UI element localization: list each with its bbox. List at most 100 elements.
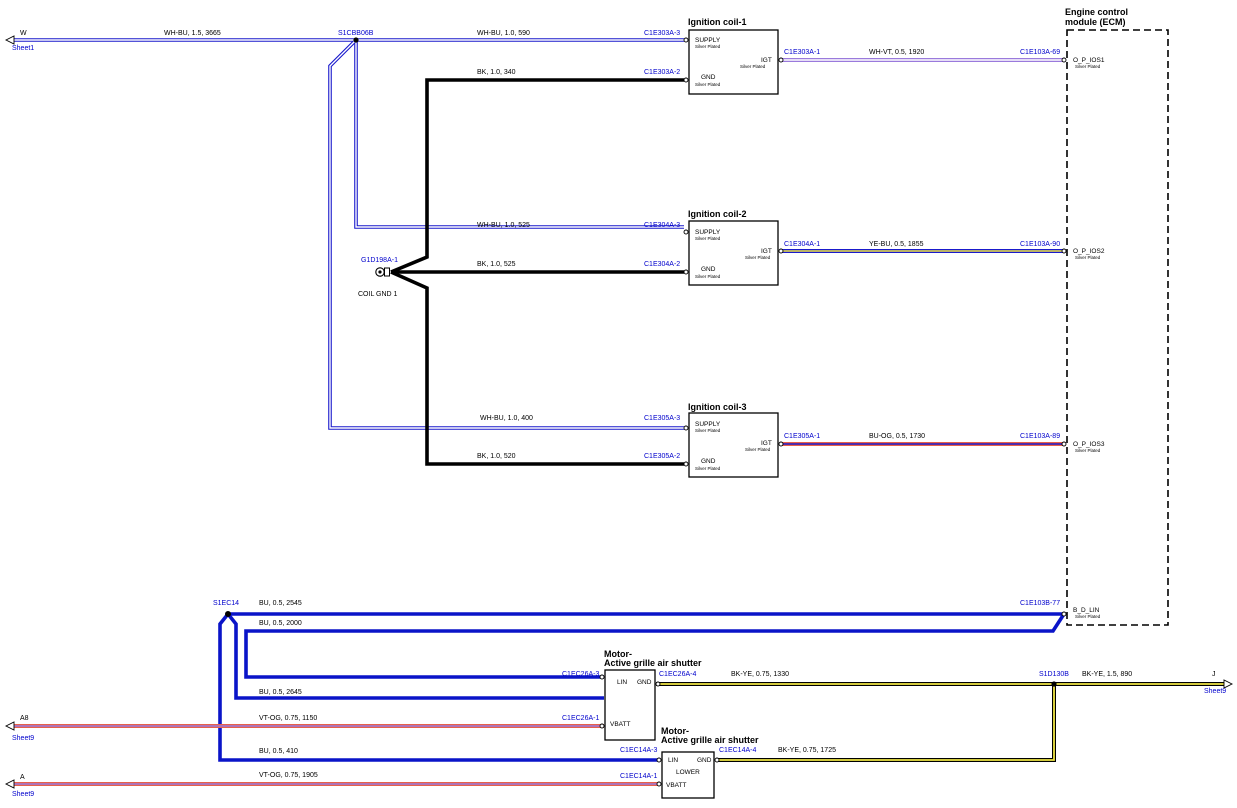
wire-label: WH-BU, 1.0, 525 bbox=[477, 222, 530, 229]
connector-label: C1E103A-90 bbox=[1020, 241, 1060, 248]
ecm-pin1-label: O_P_IOS1 bbox=[1073, 57, 1105, 64]
wire-bk-ground-network bbox=[390, 78, 684, 466]
wire-label: BK-YE, 1.5, 890 bbox=[1082, 671, 1132, 678]
ecm-pin3-plating: Silver Plated bbox=[1075, 448, 1101, 453]
wire-wh-bu-network bbox=[12, 38, 684, 430]
splice-dot bbox=[1051, 681, 1057, 687]
offpage-a-letter: A bbox=[20, 774, 25, 781]
offpage-a8-sheet: Sheet9 bbox=[12, 735, 34, 742]
coil3-gnd-plating: Silver Plated bbox=[695, 466, 721, 471]
connector-label: C1EC26A-1 bbox=[562, 715, 599, 722]
coil1-igt-plating: Silver Plated bbox=[740, 64, 766, 69]
offpage-w-sheet: Sheet1 bbox=[12, 45, 34, 52]
connector-label: C1E305A-1 bbox=[784, 433, 820, 440]
coil2-supply-label: SUPPLY bbox=[695, 229, 721, 236]
connector-label: C1EC14A-4 bbox=[719, 747, 756, 754]
wire-label: VT-OG, 0.75, 1905 bbox=[259, 772, 318, 779]
wire-label: BK-YE, 0.75, 1330 bbox=[731, 671, 789, 678]
wire-label: WH-BU, 1.0, 590 bbox=[477, 30, 530, 37]
ecm-title-line1: Engine control bbox=[1065, 7, 1128, 17]
connector-label: C1E304A-1 bbox=[784, 241, 820, 248]
coil1-supply-label: SUPPLY bbox=[695, 37, 721, 44]
ecm-pin2-plating: Silver Plated bbox=[1075, 255, 1101, 260]
wire-label: BU, 0.5, 2645 bbox=[259, 689, 302, 696]
ground-symbol bbox=[375, 267, 390, 277]
motor-upper-title-line2: Active grille air shutter bbox=[604, 658, 702, 668]
motor-lower-title-line2: Active grille air shutter bbox=[661, 735, 759, 745]
ignition-coil-1-box bbox=[688, 29, 779, 95]
coil3-gnd-label: GND bbox=[701, 458, 716, 465]
connector-label: C1E305A-2 bbox=[644, 453, 680, 460]
wire-label: WH-BU, 1.0, 400 bbox=[480, 415, 533, 422]
ground-label: COIL GND 1 bbox=[358, 291, 398, 298]
ecm-pin3-label: O_P_IOS3 bbox=[1073, 441, 1105, 448]
wire-label: YE-BU, 0.5, 1855 bbox=[869, 241, 924, 248]
motor-lower-title-line1: Motor- bbox=[661, 726, 689, 736]
ecm-pin2-label: O_P_IOS2 bbox=[1073, 248, 1105, 255]
connector-label: C1E103A-69 bbox=[1020, 49, 1060, 56]
coil1-title: Ignition coil-1 bbox=[688, 17, 747, 27]
wire-label: BK-YE, 0.75, 1725 bbox=[778, 747, 836, 754]
wire-label: BK, 1.0, 520 bbox=[477, 453, 516, 460]
coil2-igt-label: IGT bbox=[761, 248, 772, 255]
wire-bk-ye-network bbox=[656, 682, 1224, 762]
splice-dot bbox=[353, 37, 359, 43]
wire-label: VT-OG, 0.75, 1150 bbox=[259, 715, 317, 722]
splice-label: S1EC14 bbox=[213, 600, 239, 607]
ignition-coil-2-box bbox=[688, 220, 779, 286]
connector-label: C1EC14A-1 bbox=[620, 773, 657, 780]
splice-label: S1D130B bbox=[1039, 671, 1069, 678]
wire-label: WH-VT, 0.5, 1920 bbox=[869, 49, 924, 56]
wire-label: WH-BU, 1.5, 3665 bbox=[164, 30, 221, 37]
offpage-j-letter: J bbox=[1212, 671, 1216, 678]
connector-label: C1E103A-89 bbox=[1020, 433, 1060, 440]
ecm-pin1-plating: Silver Plated bbox=[1075, 64, 1101, 69]
offpage-w-letter: W bbox=[20, 30, 27, 37]
motor-upper-title-line1: Motor- bbox=[604, 649, 632, 659]
connector-label: C1E304A-3 bbox=[644, 222, 680, 229]
wire-label: BU, 0.5, 2000 bbox=[259, 620, 302, 627]
ecm-box bbox=[1066, 29, 1169, 626]
coil3-supply-label: SUPPLY bbox=[695, 421, 721, 428]
coil2-supply-plating: Silver Plated bbox=[695, 236, 721, 241]
motor-upper-box bbox=[604, 669, 656, 741]
connector-label: C1E303A-2 bbox=[644, 69, 680, 76]
ecm-title-line2: module (ECM) bbox=[1065, 17, 1126, 27]
offpage-a-sheet: Sheet9 bbox=[12, 791, 34, 798]
wire-label: BU-OG, 0.5, 1730 bbox=[869, 433, 925, 440]
wire-label: BK, 1.0, 340 bbox=[477, 69, 516, 76]
coil1-gnd-label: GND bbox=[701, 74, 716, 81]
motor-upper-vbatt-label: VBATT bbox=[610, 721, 630, 728]
coil2-igt-plating: Silver Plated bbox=[745, 255, 771, 260]
wire-label: BU, 0.5, 2545 bbox=[259, 600, 302, 607]
coil1-igt-label: IGT bbox=[761, 57, 772, 64]
motor-upper-gnd-label: GND bbox=[637, 679, 652, 686]
coil2-gnd-plating: Silver Plated bbox=[695, 274, 721, 279]
coil3-igt-plating: Silver Plated bbox=[745, 447, 771, 452]
motor-lower-box bbox=[661, 751, 715, 799]
wire-vt-og bbox=[12, 724, 660, 786]
splice-label: S1CBB06B bbox=[338, 30, 374, 37]
motor-lower-gnd-label: GND bbox=[697, 757, 712, 764]
motor-lower-lin-label: LIN bbox=[668, 757, 678, 764]
coil3-igt-label: IGT bbox=[761, 440, 772, 447]
coil2-title: Ignition coil-2 bbox=[688, 209, 747, 219]
motor-lower-lower-label: LOWER bbox=[676, 769, 700, 776]
splice-dot bbox=[225, 611, 231, 617]
wire-label: BU, 0.5, 410 bbox=[259, 748, 298, 755]
motor-lower-vbatt-label: VBATT bbox=[666, 782, 686, 789]
ecm-pin4-label: B_D_LIN bbox=[1073, 607, 1100, 614]
coil2-gnd-label: GND bbox=[701, 266, 716, 273]
connector-label: C1E303A-3 bbox=[644, 30, 680, 37]
ground-connector-label: G1D198A-1 bbox=[361, 257, 398, 264]
ignition-coil-3-box bbox=[688, 412, 779, 478]
ecm-pin4-plating: Silver Plated bbox=[1075, 614, 1101, 619]
connector-label: C1EC26A-4 bbox=[659, 671, 696, 678]
offpage-arrows bbox=[4, 35, 1234, 789]
motor-upper-lin-label: LIN bbox=[617, 679, 627, 686]
connector-label: C1E103B-77 bbox=[1020, 600, 1060, 607]
wire-bu-lin-network bbox=[218, 612, 1066, 762]
coil1-supply-plating: Silver Plated bbox=[695, 44, 721, 49]
connector-label: C1EC26A-3 bbox=[562, 671, 599, 678]
